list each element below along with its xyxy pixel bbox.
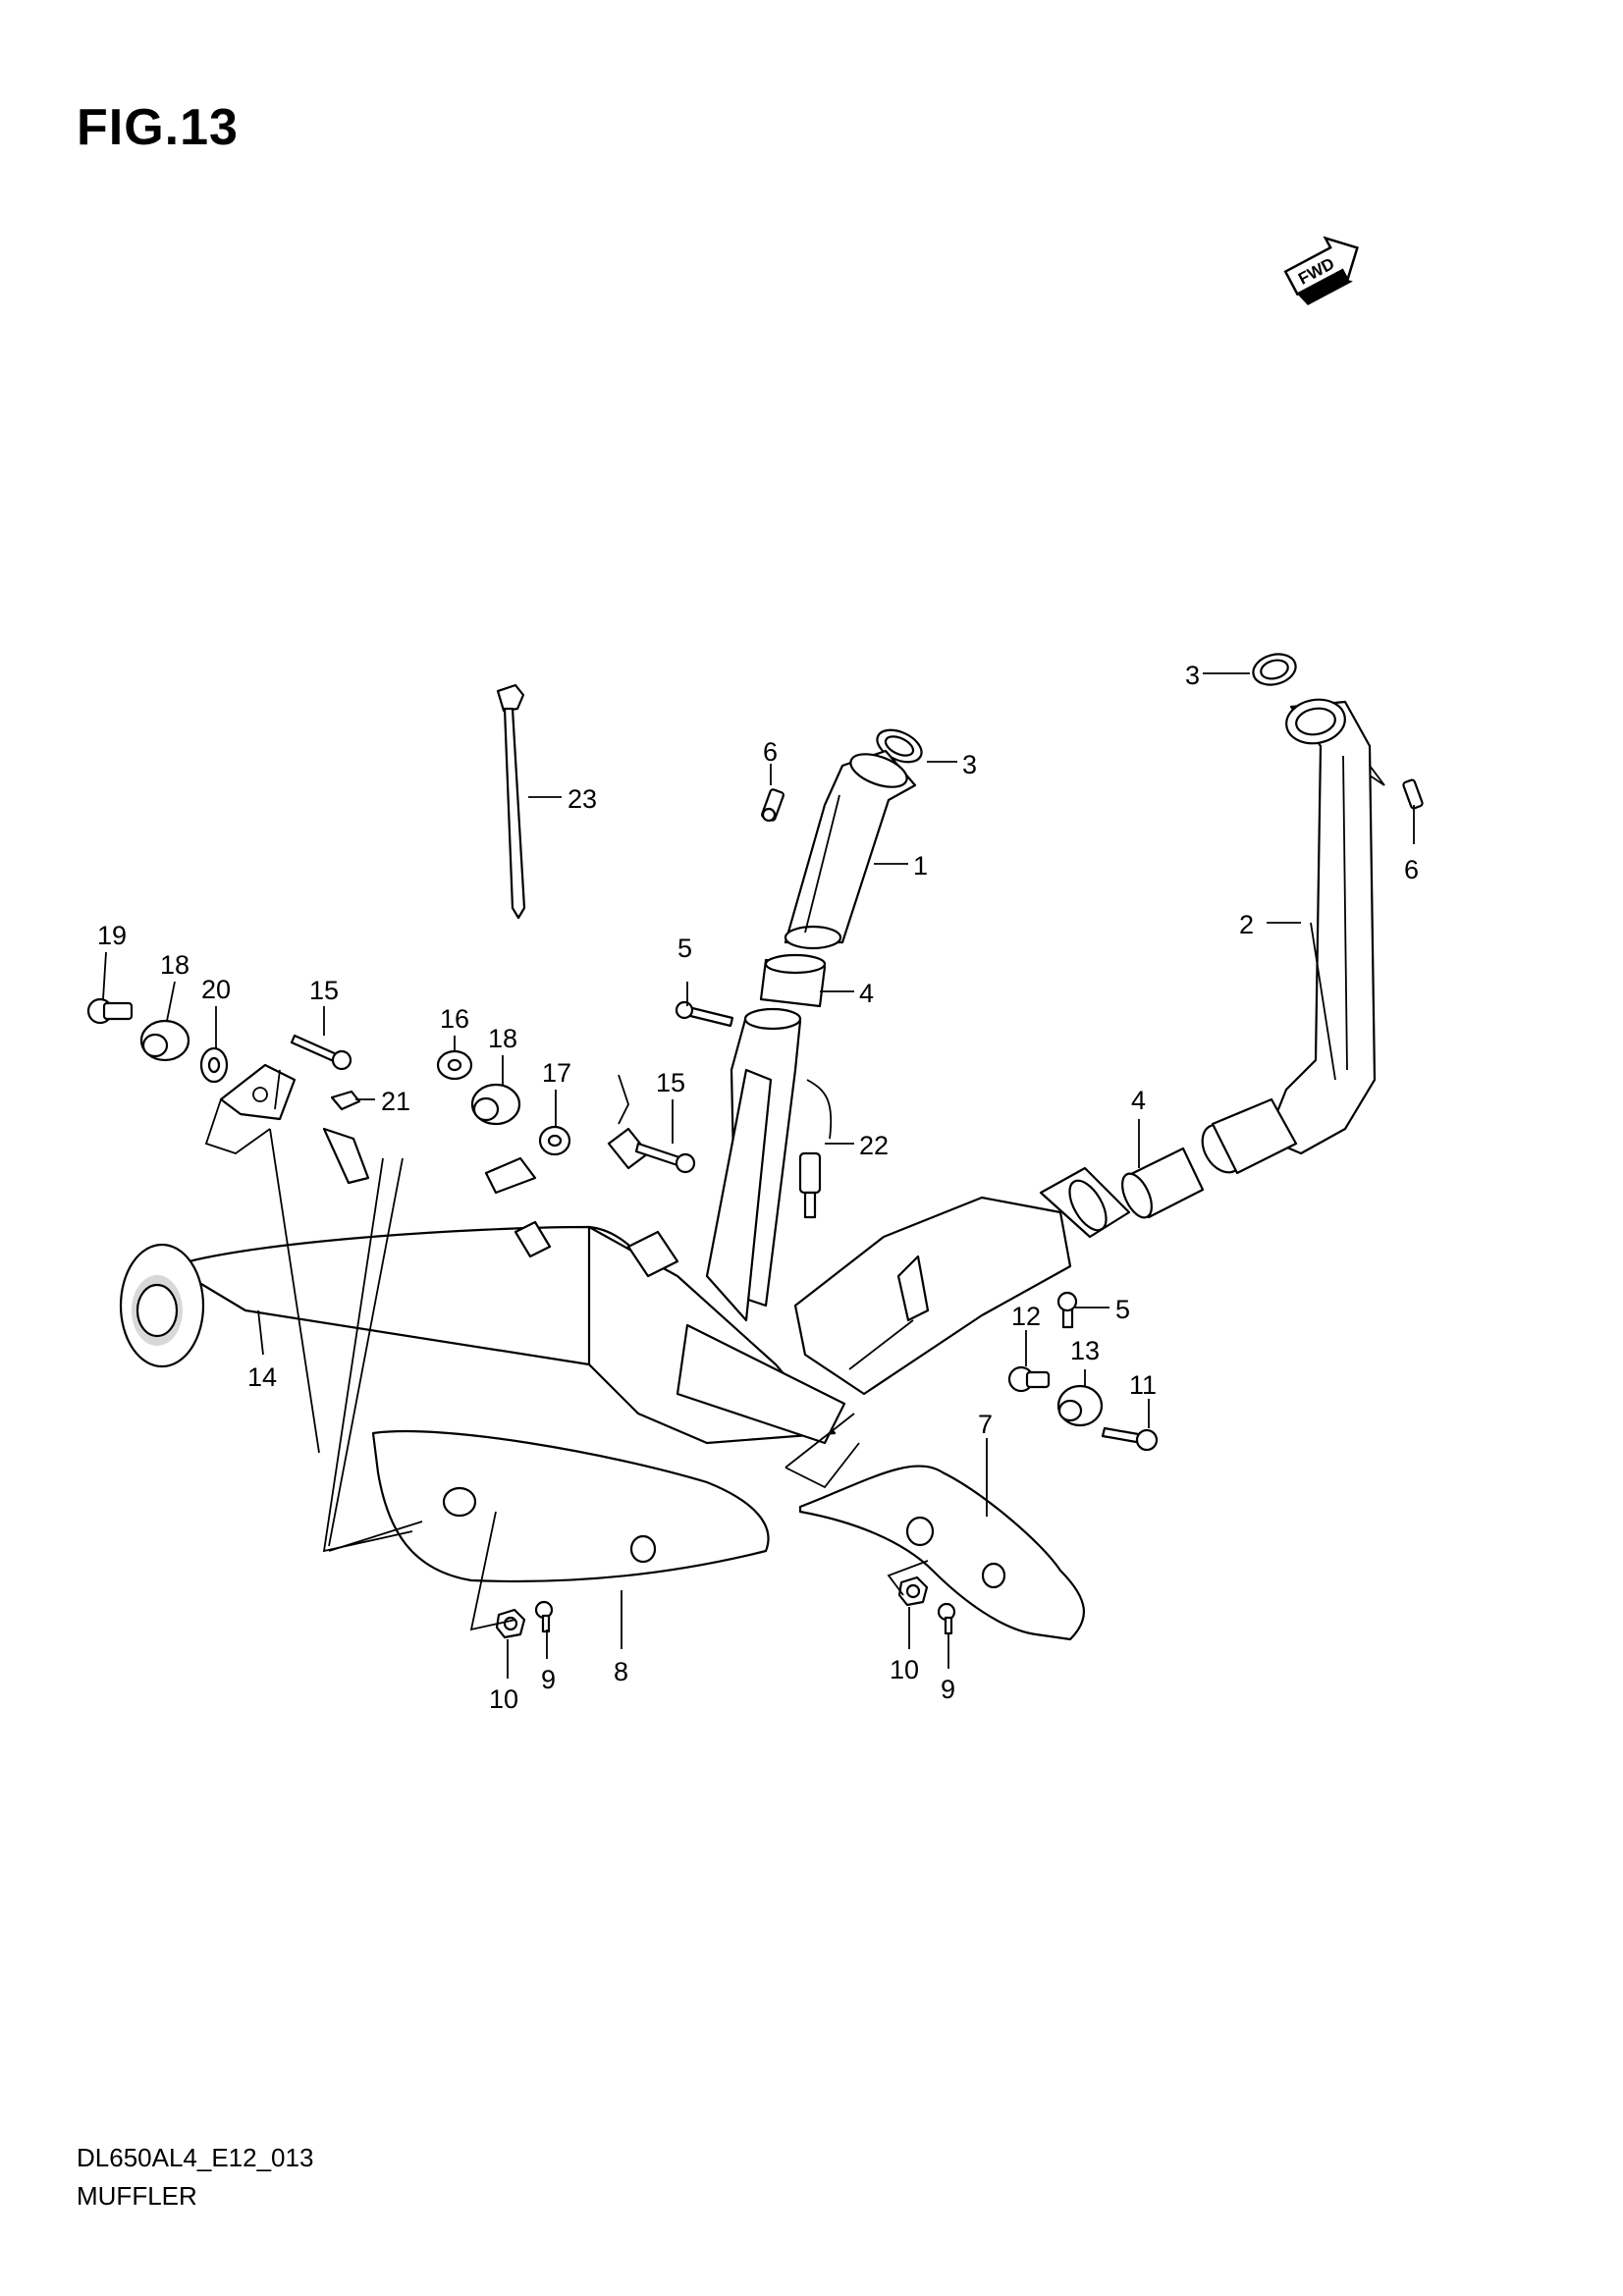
- bolt-19: [86, 997, 134, 1025]
- callout-5-upper: 5: [677, 934, 692, 963]
- callout-11: 11: [1129, 1370, 1157, 1400]
- rubber-cushion-13: [1056, 1384, 1104, 1427]
- exhaust-pipe-2: [1201, 698, 1377, 1175]
- callout-3-left: 3: [962, 750, 977, 779]
- clamp-bolt-lower: [1056, 1291, 1078, 1329]
- nut-10-right: [897, 1575, 929, 1607]
- callout-8: 8: [614, 1657, 628, 1686]
- callout-12: 12: [1011, 1302, 1041, 1331]
- callout-18-left: 18: [160, 950, 189, 980]
- callout-labels: 1 2 3 3 4 4 5 5 6 6 7 8 9 9 10 10 11 12 …: [97, 661, 1419, 1714]
- callout-10-left: 10: [489, 1684, 518, 1714]
- exhaust-bolt-right: [1402, 778, 1424, 810]
- clip-nut-21: [330, 1090, 361, 1111]
- mounting-bolt-15-right: [634, 1142, 696, 1174]
- washer-20: [199, 1046, 229, 1084]
- callout-15-left: 15: [309, 976, 339, 1005]
- callout-4-lower: 4: [1131, 1086, 1146, 1115]
- figure-title: FIG.13: [77, 99, 239, 156]
- forward-arrow-icon: FWD: [1283, 236, 1359, 305]
- muffler-mounting-bracket: [219, 1063, 370, 1185]
- callout-6-left: 6: [763, 737, 778, 767]
- callout-9-right: 9: [941, 1675, 955, 1704]
- exhaust-bolt-left: [761, 788, 784, 823]
- diagram-name: MUFFLER: [77, 2181, 197, 2211]
- heat-shield-7: [798, 1465, 1085, 1641]
- bolt-12: [1007, 1365, 1051, 1393]
- callout-17: 17: [542, 1058, 571, 1088]
- exhaust-center-pipe: [705, 1007, 1131, 1396]
- callout-9-left: 9: [541, 1665, 556, 1694]
- exhaust-gasket-right: [1252, 653, 1297, 686]
- model-code: DL650AL4_E12_013: [77, 2143, 314, 2172]
- callout-23: 23: [568, 784, 597, 814]
- bolt-11: [1101, 1426, 1159, 1452]
- callout-15-right: 15: [656, 1068, 685, 1097]
- callout-3-right: 3: [1185, 661, 1200, 690]
- callout-22: 22: [859, 1131, 889, 1160]
- washer-16: [436, 1049, 473, 1081]
- exhaust-pipe-1: [784, 749, 917, 950]
- rubber-cushion-18-left: [139, 1019, 190, 1062]
- heat-shield-8: [371, 1429, 770, 1583]
- rubber-cushion-18-center: [470, 1083, 521, 1126]
- callout-4-upper: 4: [859, 979, 874, 1008]
- screw-9-left: [534, 1600, 554, 1633]
- callout-14: 14: [247, 1362, 277, 1392]
- pipe-connector-upper: [759, 953, 827, 1008]
- mounting-bolt-15-left: [290, 1034, 352, 1071]
- cable-tie: [496, 683, 526, 920]
- pipe-connector-lower: [1121, 1147, 1205, 1219]
- callout-20: 20: [201, 975, 231, 1004]
- callout-21: 21: [381, 1087, 410, 1116]
- callout-16: 16: [440, 1004, 469, 1034]
- collar-17: [538, 1125, 571, 1156]
- callout-13: 13: [1070, 1336, 1100, 1365]
- callout-leader-lines: [102, 672, 1415, 1679]
- reference-lines: [204, 765, 1385, 1631]
- oxygen-sensor: [798, 1079, 833, 1219]
- muffler-body: [119, 1127, 846, 1445]
- callout-18-center: 18: [488, 1024, 517, 1053]
- callout-5-lower: 5: [1115, 1295, 1130, 1324]
- screw-9-right: [937, 1602, 956, 1635]
- callout-1: 1: [913, 851, 928, 881]
- callout-10-right: 10: [890, 1655, 919, 1684]
- callout-7: 7: [978, 1410, 993, 1439]
- callout-2: 2: [1239, 910, 1254, 939]
- callout-6-right: 6: [1404, 855, 1419, 884]
- clamp-bolt-upper: [675, 1000, 734, 1028]
- callout-19: 19: [97, 921, 127, 950]
